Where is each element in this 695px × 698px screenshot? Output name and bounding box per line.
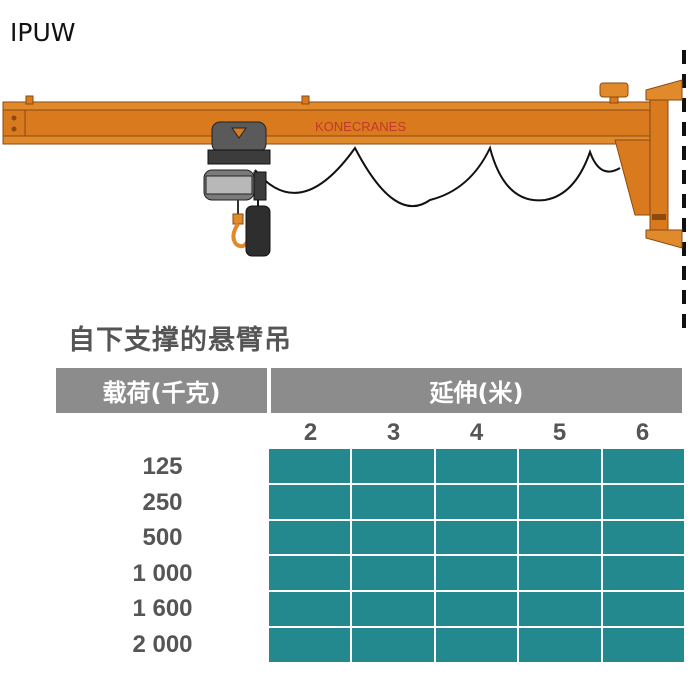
grid-cell <box>269 520 351 555</box>
grid-cell <box>435 520 518 555</box>
availability-grid <box>269 449 684 662</box>
grid-cell <box>352 484 434 519</box>
end-stop-mid <box>301 95 310 105</box>
grid-cell <box>435 449 518 483</box>
grid-cell <box>602 484 684 519</box>
grid-cell <box>269 484 351 519</box>
load-values-column: 125 250 500 1 000 1 600 2 000 <box>100 449 225 662</box>
grid-cell <box>602 520 684 555</box>
end-stop-left <box>25 95 34 105</box>
boom-beam <box>2 109 654 137</box>
grid-cell <box>435 592 518 627</box>
boom-top-flange <box>2 101 654 111</box>
top-bracket-plate <box>645 79 683 101</box>
load-value: 1 600 <box>132 595 193 622</box>
control-pendant <box>245 205 271 257</box>
outreach-value: 5 <box>552 419 567 446</box>
grid-cell <box>269 592 351 627</box>
load-value: 2 000 <box>132 630 193 658</box>
outreach-values-row: 2 3 4 5 6 <box>269 418 684 448</box>
boom-bottom-flange <box>2 135 654 145</box>
grid-cell <box>352 556 434 591</box>
outreach-value: 2 <box>303 419 318 446</box>
rotation-stop <box>599 82 629 98</box>
grid-cell <box>519 592 601 627</box>
hook <box>231 222 250 249</box>
load-value: 500 <box>142 524 183 551</box>
grid-cell <box>269 628 351 662</box>
outreach-value: 6 <box>635 419 650 446</box>
grid-cell <box>519 556 601 591</box>
bottom-bracket-plate <box>645 229 683 249</box>
festoon-cable <box>254 145 621 208</box>
grid-cell <box>519 449 601 483</box>
grid-cell <box>602 592 684 627</box>
grid-cell <box>519 520 601 555</box>
load-value: 1 000 <box>132 559 193 587</box>
model-code: IPUW <box>10 18 76 47</box>
outreach-header: 延伸(米) <box>271 368 682 413</box>
outreach-value: 4 <box>469 419 484 446</box>
load-header: 载荷(千克) <box>56 368 267 413</box>
grid-cell <box>602 449 684 483</box>
grid-cell <box>269 449 351 483</box>
brand-logo: KONECRANES <box>315 119 406 134</box>
grid-cell <box>519 628 601 662</box>
grid-cell <box>269 556 351 591</box>
grid-cell <box>352 592 434 627</box>
jib-crane-illustration: KONECRANES <box>2 50 686 330</box>
wall-bracket <box>614 139 651 216</box>
grid-cell <box>435 556 518 591</box>
page-title: 自下支撑的悬臂吊 <box>68 325 292 356</box>
grid-cell <box>435 484 518 519</box>
outreach-value: 3 <box>386 419 401 446</box>
grid-cell <box>435 628 518 662</box>
boom-end-plate <box>2 109 26 137</box>
grid-cell <box>352 520 434 555</box>
grid-cell <box>602 556 684 591</box>
load-value: 250 <box>142 488 183 516</box>
grid-cell <box>352 449 434 483</box>
grid-cell <box>352 628 434 662</box>
load-value: 125 <box>142 453 183 480</box>
grid-cell <box>602 628 684 662</box>
grid-cell <box>519 484 601 519</box>
